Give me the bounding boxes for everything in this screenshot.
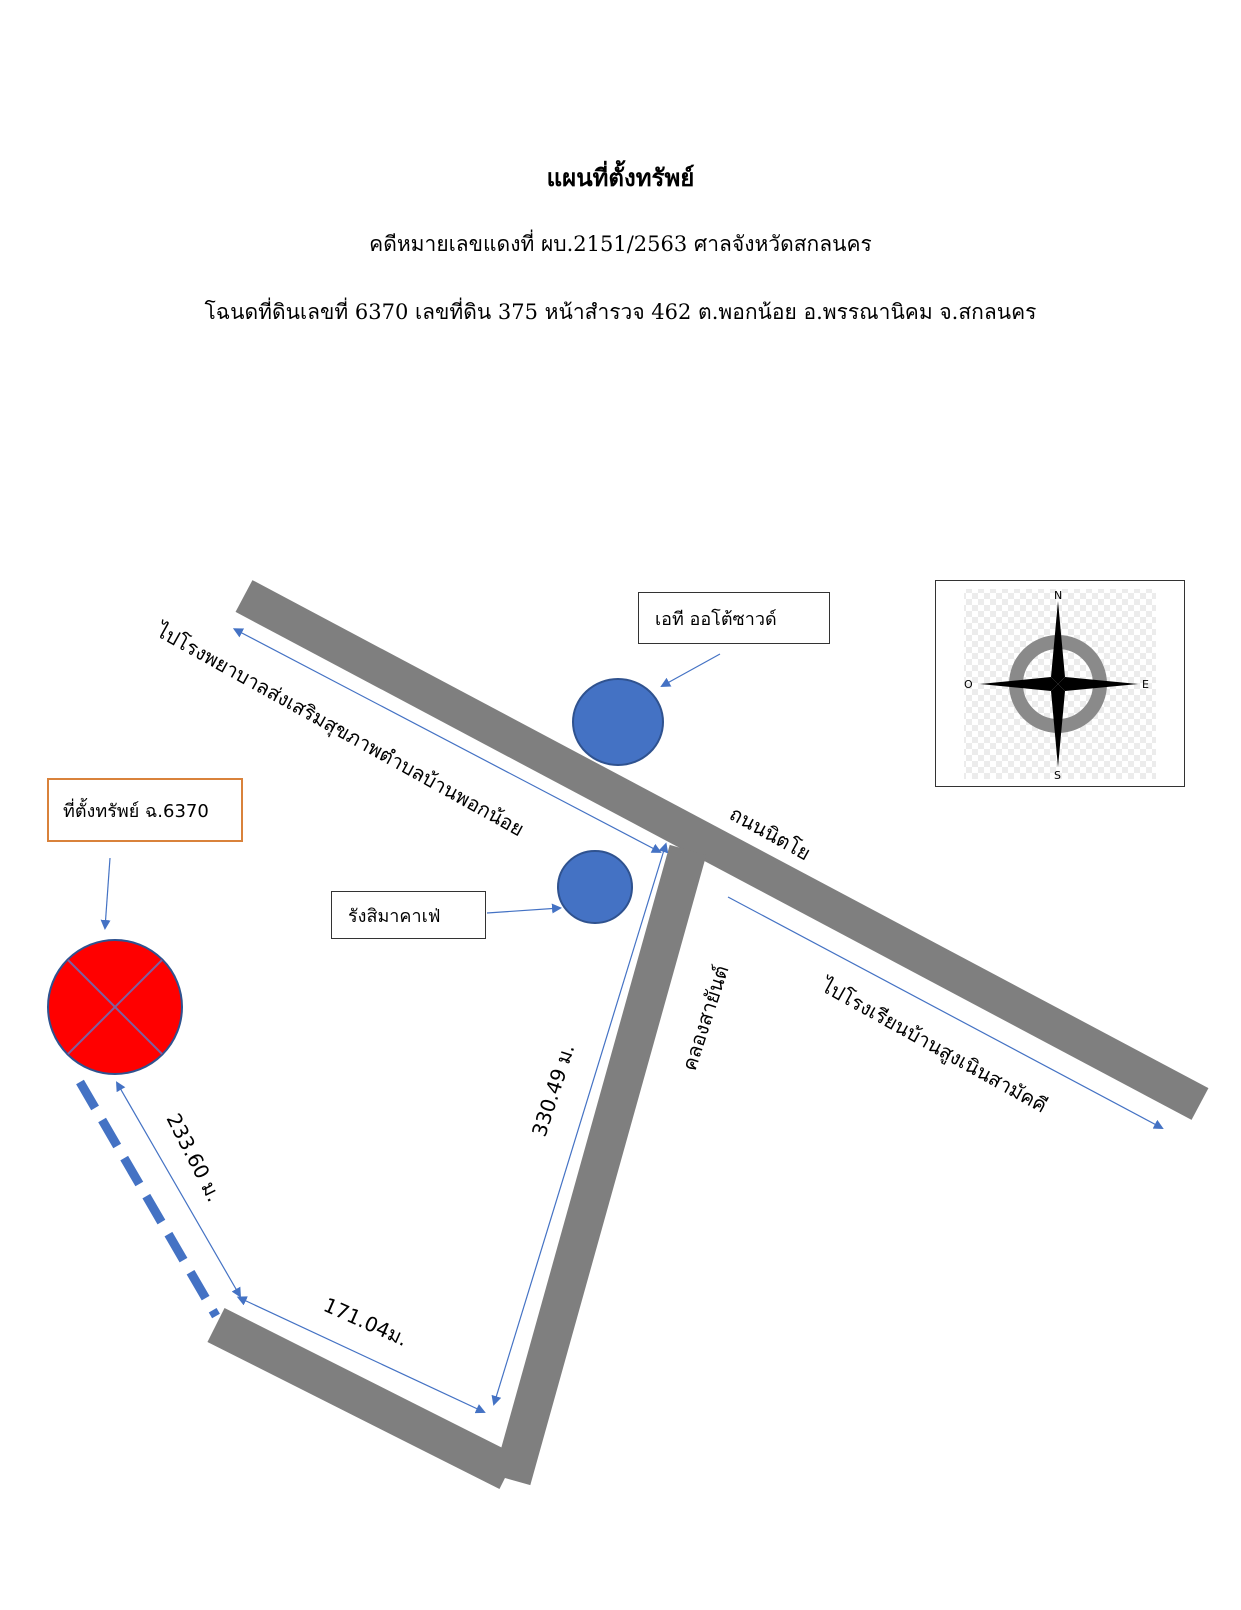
access-path: [76, 1079, 220, 1319]
rangsima-marker: [557, 850, 633, 924]
property-label: ที่ตั้งทรัพย์ ฉ.6370: [63, 800, 209, 822]
rangsima-pointer: [486, 903, 562, 914]
distance-arrow-171: [236, 1296, 486, 1414]
school-direction-arrow: [727, 896, 1164, 1129]
canal-label: คลองสายันต์: [677, 962, 734, 1073]
at-auto-marker: [572, 678, 664, 766]
page-title: แผนที่ตั้งทรัพย์: [546, 163, 695, 192]
property-label-box: ที่ตั้งทรัพย์ ฉ.6370: [47, 778, 243, 842]
at-auto-label-box: เอที ออโต้ซาวด์: [638, 592, 830, 644]
distance-arrow-233: [116, 1081, 241, 1298]
compass-icon: N S E O: [964, 589, 1156, 782]
distance-label-330: 330.49 ม.: [527, 1041, 579, 1140]
compass-west: O: [964, 678, 973, 691]
at-auto-pointer: [660, 653, 721, 687]
bottom-road: [207, 1308, 517, 1489]
property-marker: [47, 939, 183, 1075]
at-auto-label: เอที ออโต้ซาวด์: [655, 608, 777, 630]
hospital-direction-arrow: [232, 628, 662, 853]
compass-rose: N S E O: [935, 580, 1185, 787]
compass-east: E: [1142, 678, 1149, 691]
case-number-line: คดีหมายเลขแดงที่ ผบ.2151/2563 ศาลจังหวัด…: [369, 232, 872, 256]
distance-arrow-330: [491, 842, 669, 1406]
distance-label-233: 233.60 ม.: [162, 1109, 227, 1205]
deed-info-line: โฉนดที่ดินเลขที่ 6370 เลขที่ดิน 375 หน้า…: [204, 300, 1037, 324]
rangsima-label: รังสิมาคาเฟ่: [348, 905, 441, 927]
compass-north: N: [1054, 589, 1062, 602]
rangsima-label-box: รังสิมาคาเฟ่: [331, 891, 486, 939]
canal-road: [493, 844, 707, 1486]
compass-south: S: [1054, 769, 1061, 782]
property-pointer: [100, 857, 111, 930]
